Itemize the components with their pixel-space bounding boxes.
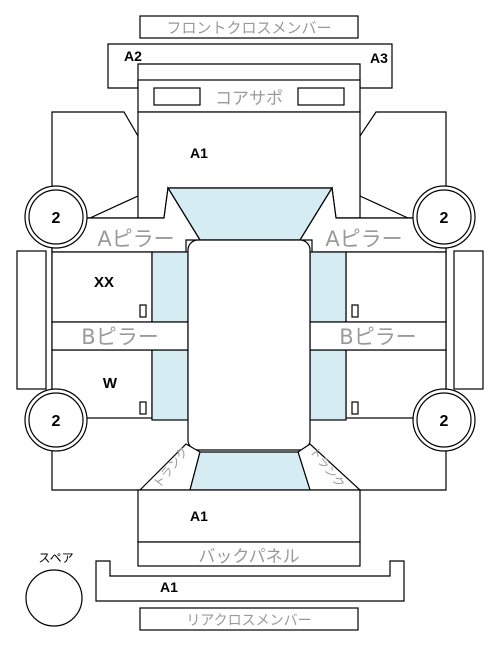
wheel-front-left[interactable]: 2 xyxy=(24,185,88,249)
wheel-front-right[interactable]: 2 xyxy=(412,185,476,249)
core-support-label: コアサポ xyxy=(215,89,283,109)
front-right-window[interactable] xyxy=(309,251,347,323)
grade-front-a1: A1 xyxy=(190,145,208,161)
grade-rear-a1: A1 xyxy=(190,508,208,524)
a-pillar-right-label: Aピラー xyxy=(325,227,402,251)
wheel-front-right-grade: 2 xyxy=(440,210,449,227)
rear-window[interactable] xyxy=(189,451,311,491)
b-pillar-right-label: Bピラー xyxy=(339,325,416,349)
front-left-window[interactable] xyxy=(151,251,189,323)
front-left-door[interactable] xyxy=(51,251,153,323)
trunk-lid[interactable] xyxy=(137,489,361,543)
grade-a3: A3 xyxy=(370,50,388,66)
back-panel-label: バックパネル xyxy=(198,547,299,567)
a-pillar-left-label: Aピラー xyxy=(97,227,174,251)
b-pillar-right[interactable] xyxy=(309,321,447,351)
grade-bottom-a1: A1 xyxy=(160,579,178,595)
back-panel-box[interactable] xyxy=(137,541,361,567)
spare-tire[interactable] xyxy=(25,569,83,627)
front-cross-member-label: フロントクロスメンバー xyxy=(166,19,331,37)
wheel-rear-left-grade: 2 xyxy=(52,413,61,430)
core-support-right-slot xyxy=(297,87,345,106)
front-right-door[interactable] xyxy=(345,251,447,323)
spare-label: スペア xyxy=(38,551,73,565)
front-left-door-handle xyxy=(139,304,147,318)
wheel-rear-right[interactable]: 2 xyxy=(412,388,476,452)
rear-bumper-frame[interactable] xyxy=(95,560,405,602)
grade-xx: XX xyxy=(94,274,114,291)
wheel-rear-right-grade: 2 xyxy=(440,413,449,430)
grade-a2: A2 xyxy=(124,48,142,64)
wheel-front-left-grade: 2 xyxy=(52,210,61,227)
b-pillar-left-label: Bピラー xyxy=(81,325,158,349)
front-cross-member-box[interactable] xyxy=(139,15,359,39)
grade-w: W xyxy=(103,375,118,392)
front-right-door-handle xyxy=(351,304,359,318)
right-side-mirror[interactable] xyxy=(453,250,484,390)
roof[interactable] xyxy=(187,239,311,451)
b-pillar-left[interactable] xyxy=(51,321,189,351)
rear-right-door-handle xyxy=(351,401,359,415)
rear-right-window[interactable] xyxy=(309,349,347,421)
rear-cross-member-box[interactable] xyxy=(139,607,359,631)
rear-left-door-handle xyxy=(139,401,147,415)
core-support-left-slot xyxy=(153,87,201,106)
front-bumper-frame[interactable] xyxy=(107,43,393,89)
rear-left-window[interactable] xyxy=(151,349,189,421)
left-side-mirror[interactable] xyxy=(16,250,47,390)
rear-cross-member-label: リアクロスメンバー xyxy=(186,613,311,629)
wheel-rear-left[interactable]: 2 xyxy=(24,388,88,452)
